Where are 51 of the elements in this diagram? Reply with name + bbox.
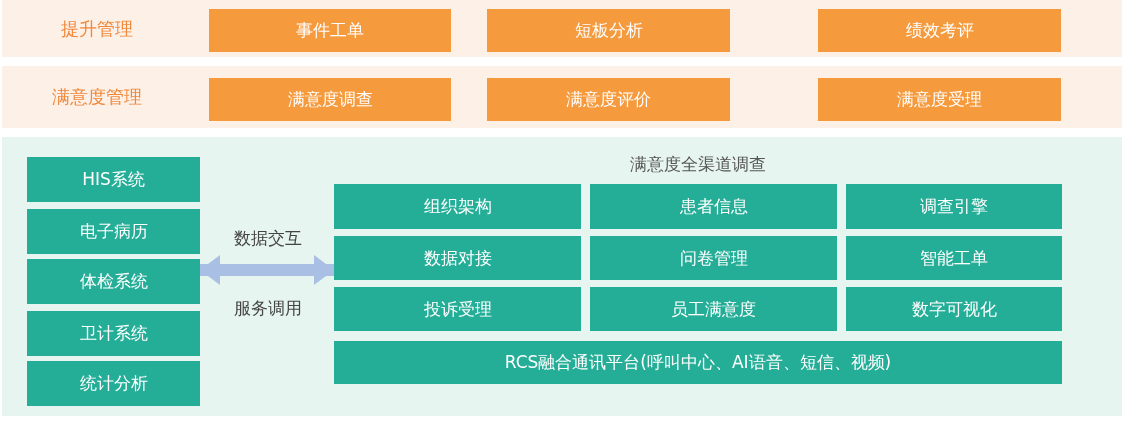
module-box bbox=[27, 209, 200, 254]
module-box bbox=[590, 287, 837, 331]
function-box bbox=[487, 78, 730, 121]
category-band bbox=[2, 66, 1122, 128]
module-box bbox=[27, 361, 200, 406]
box-label: 满意度评价 bbox=[566, 88, 651, 111]
box-label: 投诉受理 bbox=[423, 297, 492, 321]
box-label: 体检系统 bbox=[79, 270, 148, 293]
module-box bbox=[590, 184, 837, 229]
box-label: 绩效考评 bbox=[905, 19, 974, 42]
box-label: 组织架构 bbox=[423, 195, 492, 218]
module-box bbox=[27, 157, 200, 202]
module-box bbox=[846, 184, 1062, 229]
box-label: 患者信息 bbox=[679, 195, 748, 218]
module-box bbox=[334, 236, 581, 280]
box-label: 统计分析 bbox=[79, 372, 148, 395]
box-label: 问卷管理 bbox=[679, 246, 748, 270]
module-box bbox=[334, 341, 1062, 384]
function-box bbox=[818, 9, 1061, 52]
box-label: HIS系统 bbox=[82, 168, 145, 191]
box-label: 满意度受理 bbox=[897, 88, 982, 111]
system-panel bbox=[2, 137, 1122, 416]
function-box bbox=[209, 9, 451, 52]
section-title: 满意度全渠道调查 bbox=[630, 152, 766, 176]
module-box bbox=[846, 287, 1062, 331]
box-label: 短板分析 bbox=[574, 19, 643, 42]
arrow-label: 服务调用 bbox=[234, 296, 302, 320]
arrow-label: 数据交互 bbox=[234, 226, 302, 250]
box-label: RCS融合通讯平台(呼叫中心、AI语音、短信、视频) bbox=[504, 351, 892, 374]
module-box bbox=[27, 259, 200, 304]
box-label: 卫计系统 bbox=[79, 322, 148, 345]
box-label: 电子病历 bbox=[79, 220, 148, 243]
box-label: 数据对接 bbox=[423, 246, 492, 270]
box-label: 事件工单 bbox=[296, 19, 364, 42]
category-band bbox=[2, 0, 1122, 57]
module-box bbox=[334, 287, 581, 331]
box-label: 智能工单 bbox=[920, 246, 988, 270]
box-label: 满意度调查 bbox=[287, 88, 373, 111]
category-label: 提升管理 bbox=[61, 16, 133, 41]
module-box bbox=[27, 311, 200, 356]
function-box bbox=[818, 78, 1061, 121]
box-label: 员工满意度 bbox=[671, 297, 756, 321]
module-box bbox=[590, 236, 837, 280]
box-label: 调查引擎 bbox=[920, 195, 988, 218]
category-label: 满意度管理 bbox=[52, 85, 142, 109]
function-box bbox=[209, 78, 451, 121]
function-box bbox=[487, 9, 730, 52]
box-label: 数字可视化 bbox=[911, 297, 997, 321]
module-box bbox=[846, 236, 1062, 280]
module-box bbox=[334, 184, 581, 229]
double-arrow bbox=[200, 255, 334, 285]
